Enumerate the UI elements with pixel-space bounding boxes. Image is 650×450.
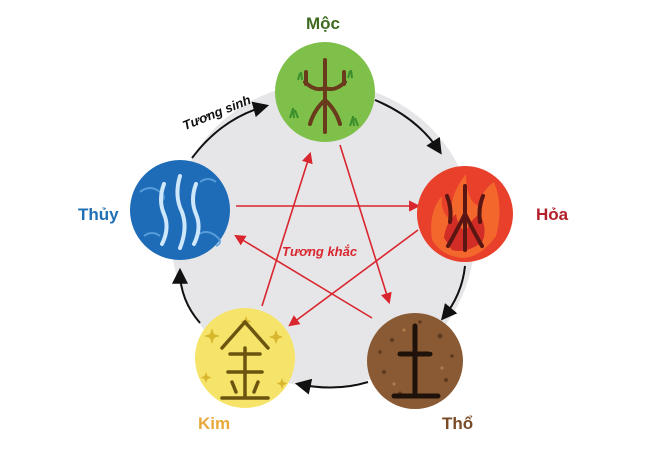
element-node-kim bbox=[195, 308, 295, 408]
label-thuy: Thủy bbox=[78, 205, 119, 224]
fire-glyph-icon bbox=[445, 184, 485, 252]
element-node-moc bbox=[275, 42, 375, 142]
label-moc: Mộc bbox=[306, 14, 340, 33]
overcoming-arrow-tho-thuy bbox=[234, 234, 373, 319]
generating-arrow-thuy-moc bbox=[191, 101, 270, 159]
generating-arrow-kim-thuy bbox=[172, 267, 201, 324]
label-hoa: Hỏa bbox=[536, 205, 569, 224]
generating-arrow-hoa-tho bbox=[440, 265, 466, 321]
label-overcoming: Tương khắc bbox=[282, 244, 358, 259]
element-node-tho bbox=[367, 313, 463, 409]
overcoming-arrow-kim-moc bbox=[261, 151, 313, 307]
water-glyph-icon bbox=[159, 174, 201, 250]
generating-arrow-moc-hoa bbox=[374, 99, 442, 155]
label-kim: Kim bbox=[198, 414, 231, 433]
overcoming-arrow-moc-tho bbox=[339, 144, 392, 305]
label-tho: Thổ bbox=[442, 414, 474, 433]
grass-tufts bbox=[289, 69, 359, 127]
metal-glyph-icon bbox=[220, 320, 270, 400]
earth-glyph-icon bbox=[391, 323, 441, 399]
element-node-hoa bbox=[417, 166, 513, 262]
overcoming-arrow-hoa-kim bbox=[288, 229, 419, 327]
wood-glyph-icon bbox=[303, 58, 347, 134]
element-node-thuy bbox=[130, 160, 230, 260]
generating-arrow-tho-kim bbox=[294, 378, 369, 395]
